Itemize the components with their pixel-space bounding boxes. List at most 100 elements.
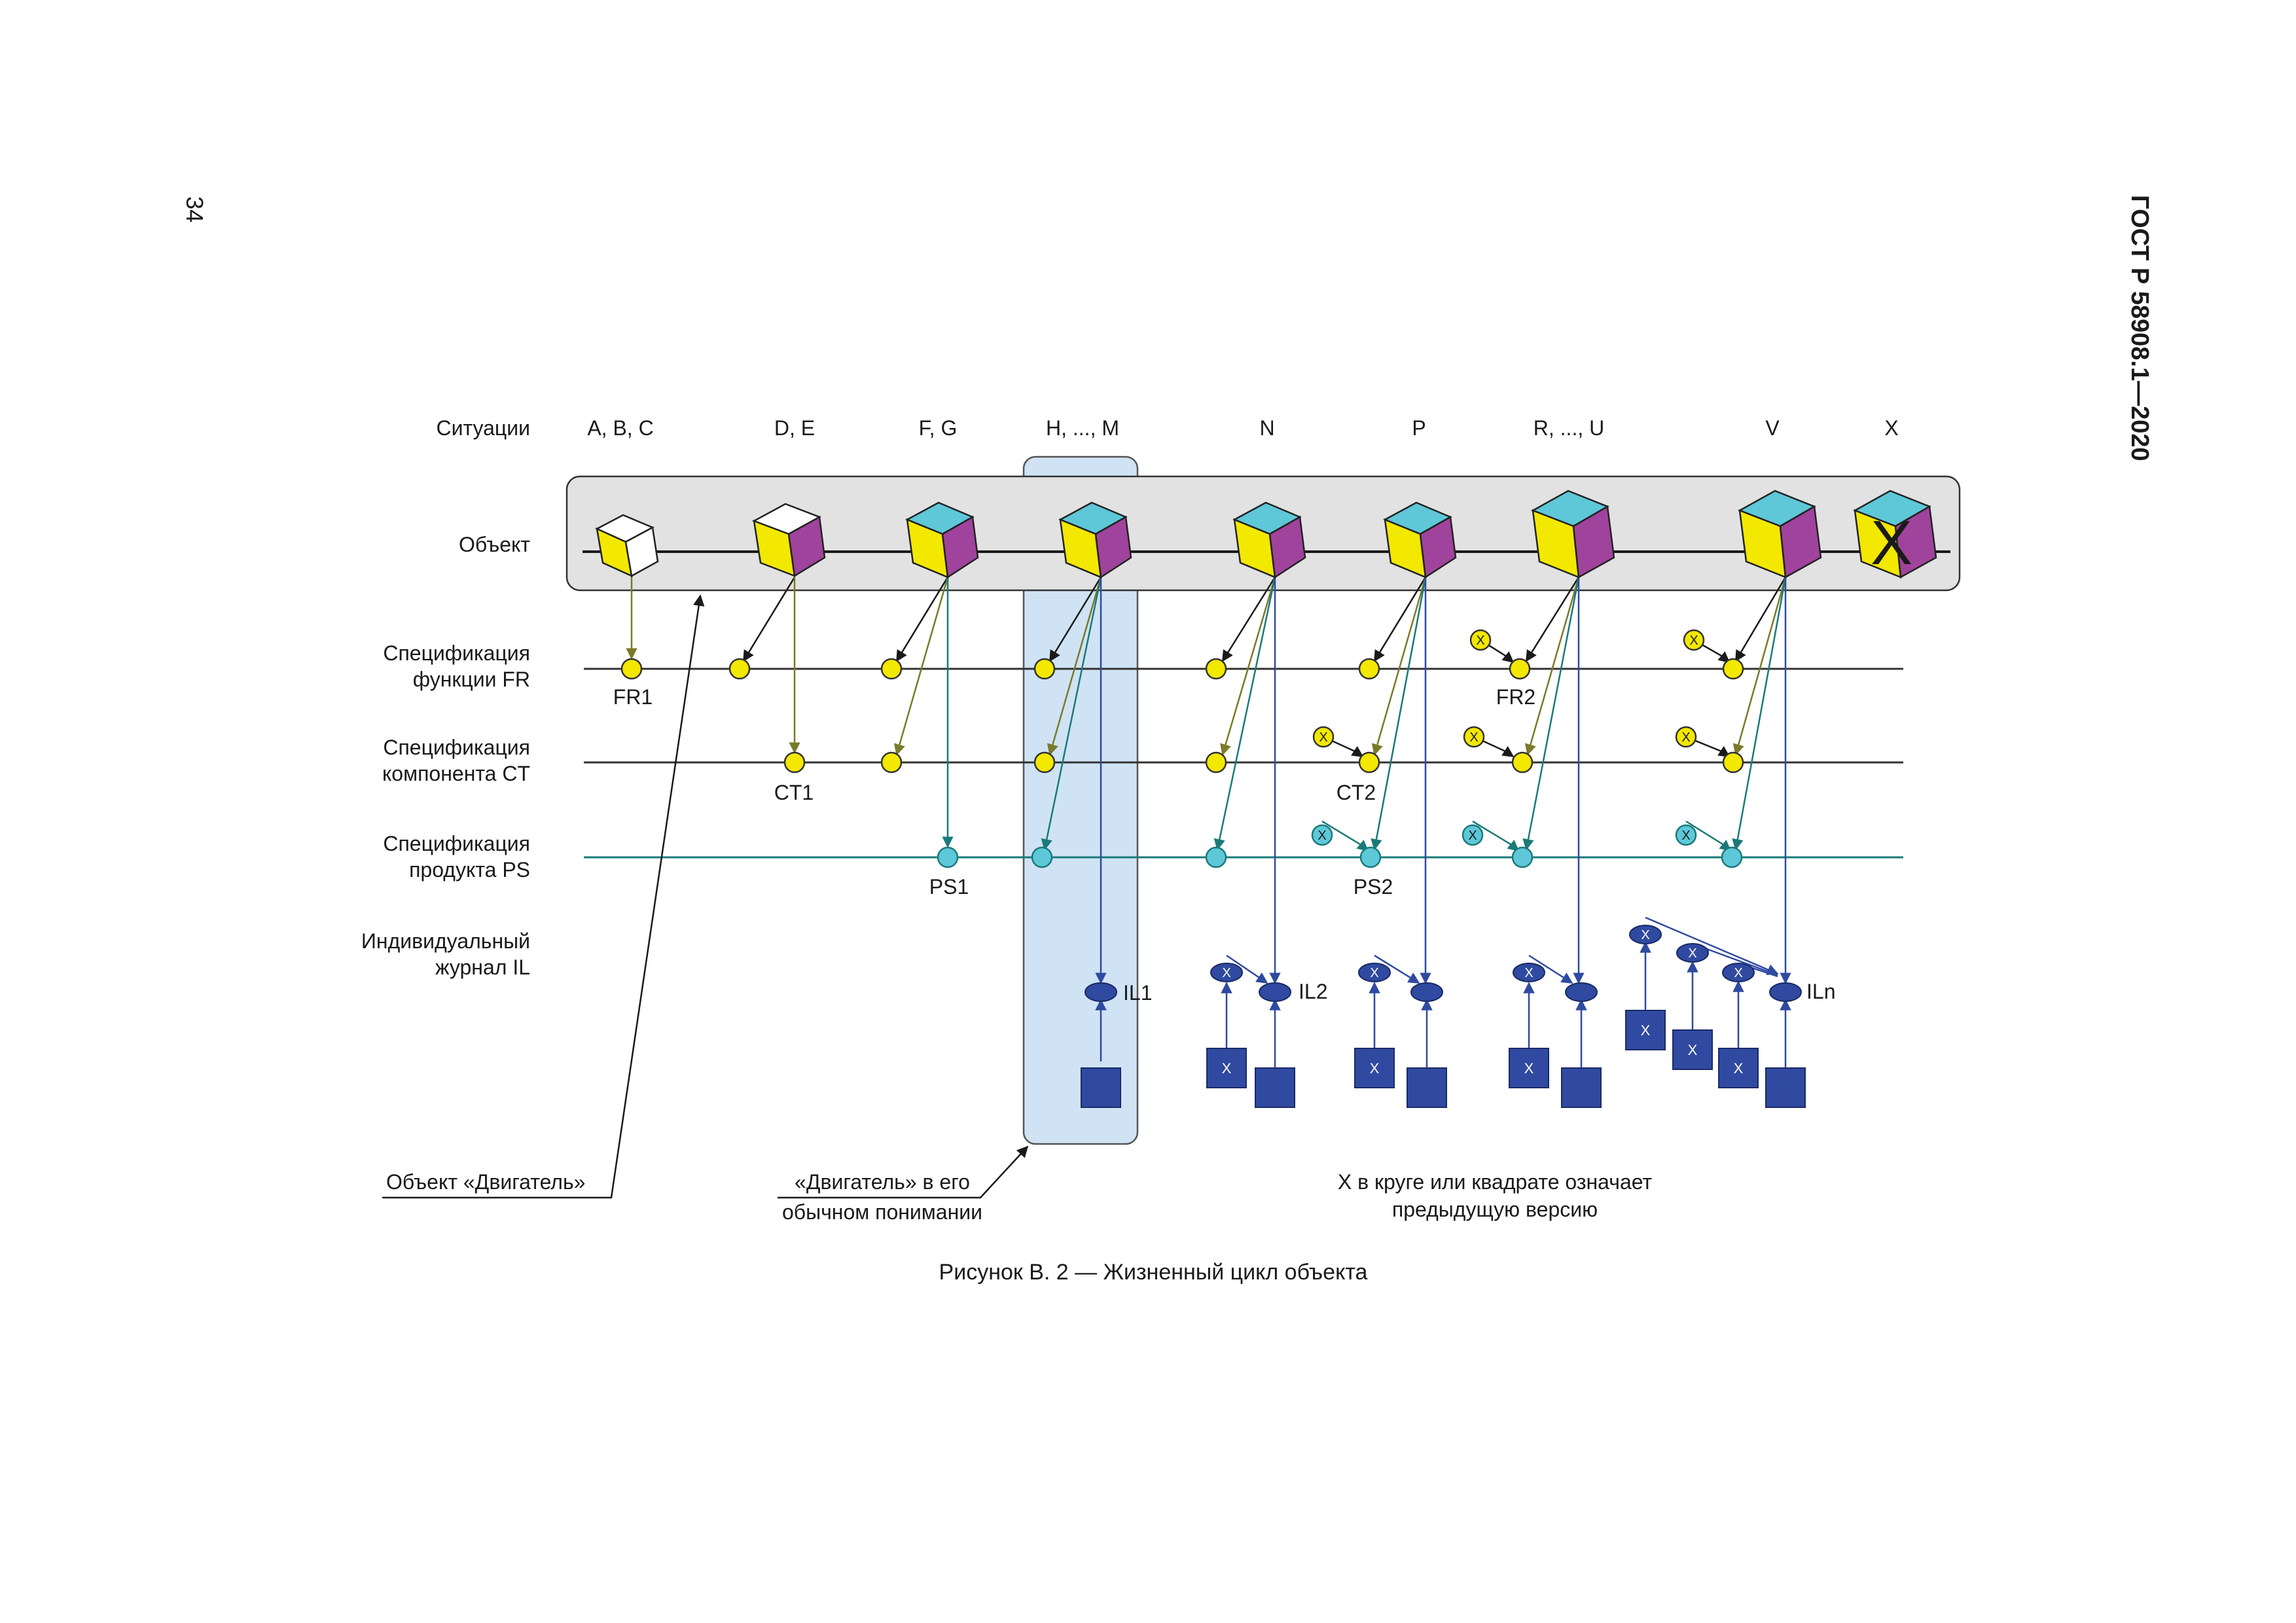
situation-hm: H, ..., M [1046,416,1119,440]
ps-node [1031,846,1053,868]
x-marker: X [1469,730,1478,745]
il1-label: IL1 [1123,981,1152,1005]
object-cube-p [1383,501,1457,579]
instance-square [1255,1067,1295,1108]
il-label-2: журнал IL [435,955,530,979]
ct-node [1722,751,1744,774]
object-cube-fg [905,501,979,579]
ct-label-1: Спецификация [383,736,530,759]
object-cube-de [751,503,826,578]
fr-node [1358,658,1380,680]
fr-node [1722,658,1744,680]
fr-node [880,658,903,680]
ps1-label: PS1 [929,875,969,899]
x-marker: X [1734,966,1742,980]
il-nodes [1085,982,1802,1002]
x-marker: X [1318,829,1326,843]
instance-square [1354,1048,1395,1088]
fr-label-2: функции FR [413,668,530,691]
il2-label: IL2 [1299,980,1327,1003]
note-line-1: X в круге или квадрате означает [1338,1170,1653,1194]
situation-ru: R, ..., U [1534,416,1604,440]
object-cube-ru [1531,490,1615,579]
instance-square [1625,1010,1666,1050]
fr1-label: FR1 [613,685,653,709]
x-marker: X [1688,1042,1698,1058]
x-marker: X [1222,966,1230,980]
il-node [1085,982,1117,1002]
object-cube-abc [595,514,659,578]
situation-p: P [1412,416,1426,440]
il-node [1259,982,1291,1002]
x-marker: X [1641,928,1649,942]
ct1-label: CT1 [774,781,814,804]
instance-square [1561,1067,1602,1108]
il-labels: IL1 IL2 ILn [1123,980,1835,1005]
fr-node [1205,658,1227,680]
ps-node [1721,846,1743,868]
object-cube-v [1738,490,1822,579]
x-marker: X [1689,633,1698,648]
situation-x: X [1884,416,1898,440]
iln-label: ILn [1806,980,1835,1003]
x-marker: X [1222,1060,1232,1077]
ct-node [1205,751,1227,774]
instance-square [1081,1067,1121,1108]
annotation-leaders [382,594,1029,1199]
ps-nodes [937,846,1743,868]
ct-node [783,751,806,774]
ps-label-2: продукта PS [409,858,530,882]
engine-object-annotation: Объект «Двигатель» [386,1170,585,1194]
situation-abc: A, B, C [587,416,653,440]
instance-square [1407,1067,1447,1108]
row-labels: Ситуации Объект Спецификация функции FR … [361,416,530,979]
x-marker: X [1681,829,1690,843]
situation-de: D, E [774,416,815,440]
instance-square [1206,1048,1247,1088]
fr-node [1033,658,1056,680]
x-marker: X [1319,730,1327,745]
ct-node [1358,751,1380,774]
figure-caption: Рисунок В. 2 — Жизненный цикл объекта [939,1260,1368,1285]
x-marker: X [1476,633,1484,648]
x-marker: X [1524,966,1533,980]
fr-node [1509,658,1531,680]
ct-node [880,751,903,774]
il-node [1410,982,1443,1002]
node-labels: FR1 FR2 CT1 CT2 PS1 PS2 [613,685,1535,899]
ct-node [1511,751,1534,774]
note-line-2: предыдущую версию [1392,1198,1598,1221]
x-marker: X [1688,946,1696,961]
object-cube-x: X [1853,490,1937,579]
instance-square [1672,1029,1713,1070]
il-node [1565,982,1598,1002]
situation-headers: A, B, C D, E F, G H, ..., M N P R, ..., … [587,416,1898,440]
ps-node [937,846,959,868]
fr-nodes [620,658,1744,680]
x-marker: X [1370,1060,1380,1077]
ct-nodes [783,751,1744,774]
object-cube-n [1232,501,1306,579]
engine-usual-annotation-2: обычном понимании [782,1200,982,1224]
instance-squares: X X X X X X [1081,1010,1806,1108]
situation-n: N [1259,416,1274,440]
cube-x-mark: X [1871,508,1912,578]
instance-square [1718,1048,1759,1088]
ps-node [1511,846,1534,868]
ps-label-1: Спецификация [383,832,530,855]
instance-square [1509,1048,1549,1088]
x-marker: X [1468,829,1477,843]
engine-usual-annotation-1: «Двигатель» в его [795,1170,970,1194]
engine-usual-band [1022,455,1139,1145]
ct-label-2: компонента CT [382,762,530,785]
fr-node [728,658,751,680]
ps-node [1205,846,1227,868]
prev-version-markers: X X X X X X X X [1311,629,1705,846]
ct-node [1033,751,1056,774]
x-marker: X [1641,1022,1651,1039]
fr-node [620,658,643,680]
fr2-label: FR2 [1496,685,1535,709]
situations-label: Ситуации [436,416,530,440]
il-prev-nodes: X X X X X X [1210,925,1755,982]
